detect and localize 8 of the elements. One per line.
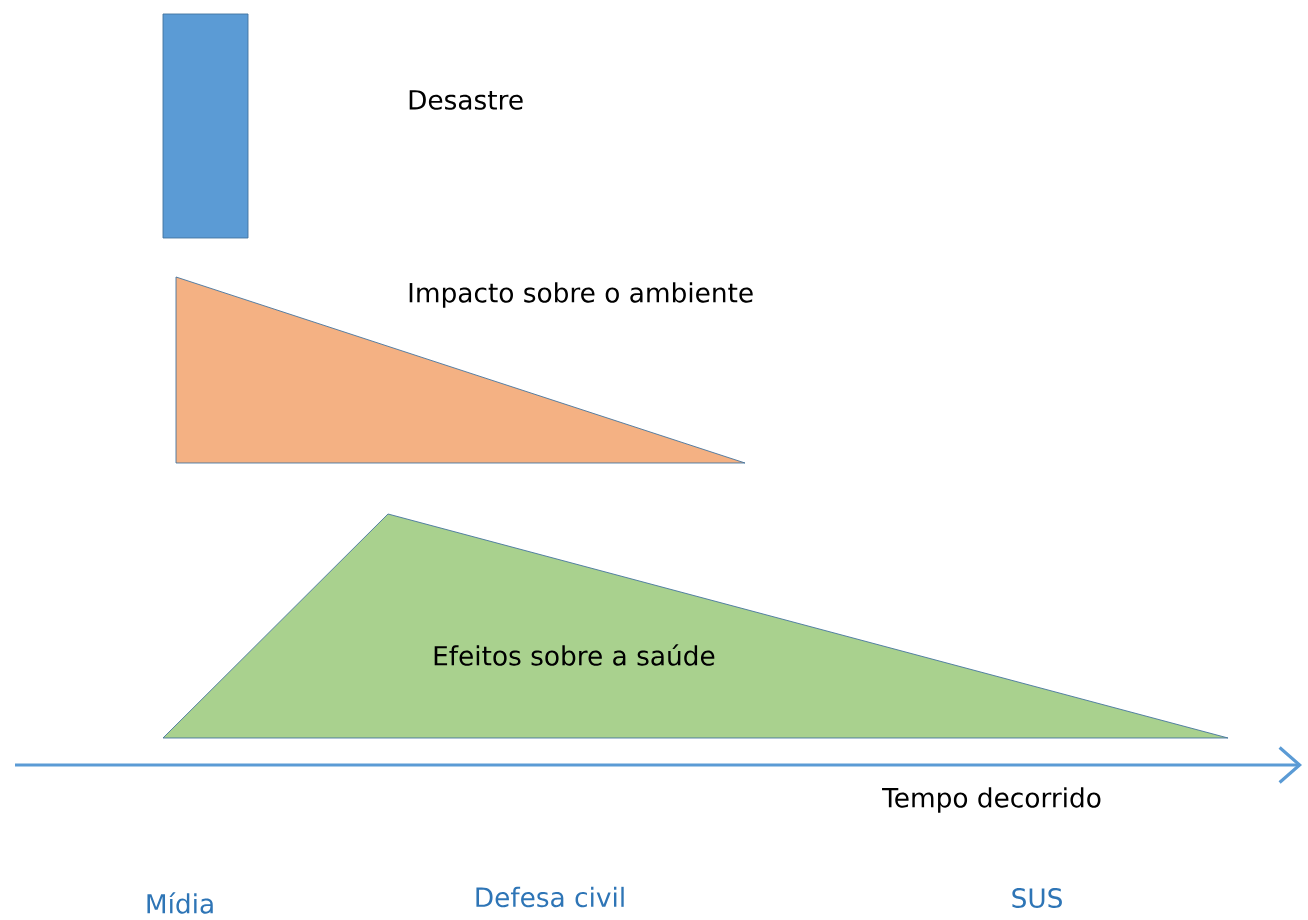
triangle-with-label: Impacto sobre o ambiente xyxy=(175,276,753,464)
category-label: Mídia xyxy=(147,892,213,914)
category-label: SUS xyxy=(1012,888,1062,908)
triangle-with-label: Efeitos sobre a saúde xyxy=(162,513,1229,739)
category-label: Defesa civil xyxy=(476,886,624,908)
stage-label: Desastre xyxy=(409,90,523,110)
axis-label: Tempo decorrido xyxy=(882,787,1101,813)
bar xyxy=(162,13,249,239)
